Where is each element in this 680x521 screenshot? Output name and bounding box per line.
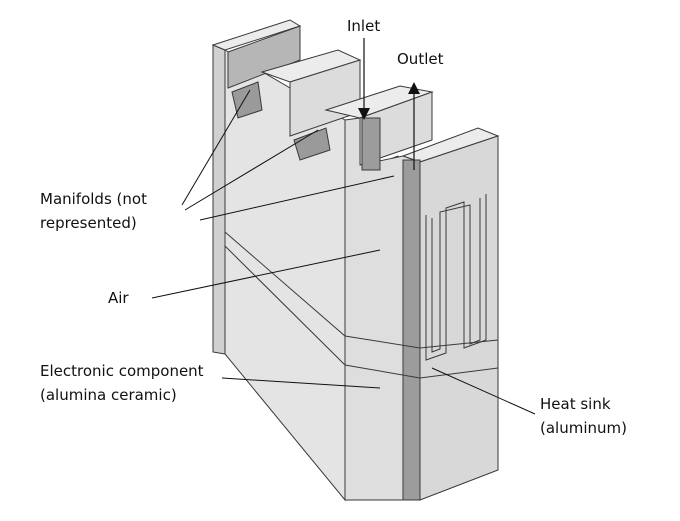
electronic-label-line1: Electronic component: [40, 362, 204, 380]
manifold-slot-1: [231, 81, 263, 119]
inlet-label: Inlet: [347, 17, 381, 35]
inlet-arrow-head: [358, 108, 370, 120]
heat-sink-strip-front: [361, 117, 381, 171]
interface-line-2: [224, 245, 499, 379]
channel-outline-inner: [431, 198, 481, 353]
outlet-label: Outlet: [397, 50, 444, 68]
heatsink-label-line2: (aluminum): [540, 419, 627, 437]
manifold-leader-1: [181, 89, 251, 206]
manifold-leader-2: [184, 129, 319, 211]
electronic-label-line2: (alumina ceramic): [40, 386, 177, 404]
manifolds-label-line1: Manifolds (not: [40, 190, 147, 208]
electronic-leader: [221, 377, 381, 389]
outlet-arrow-head: [408, 82, 420, 94]
manifolds-label-line2: represented): [40, 214, 137, 232]
interface-line-1: [224, 231, 499, 349]
air-label: Air: [108, 289, 129, 307]
heatsink-label-line1: Heat sink: [540, 395, 611, 413]
front-face: [344, 117, 421, 501]
comb-block-front-1: [227, 25, 301, 89]
air-leader: [151, 249, 381, 299]
left-side-face: [212, 44, 226, 355]
heat-sink-strip-right: [402, 159, 421, 501]
manifold-leader-3: [199, 175, 395, 221]
heatsink-leader: [431, 367, 536, 415]
